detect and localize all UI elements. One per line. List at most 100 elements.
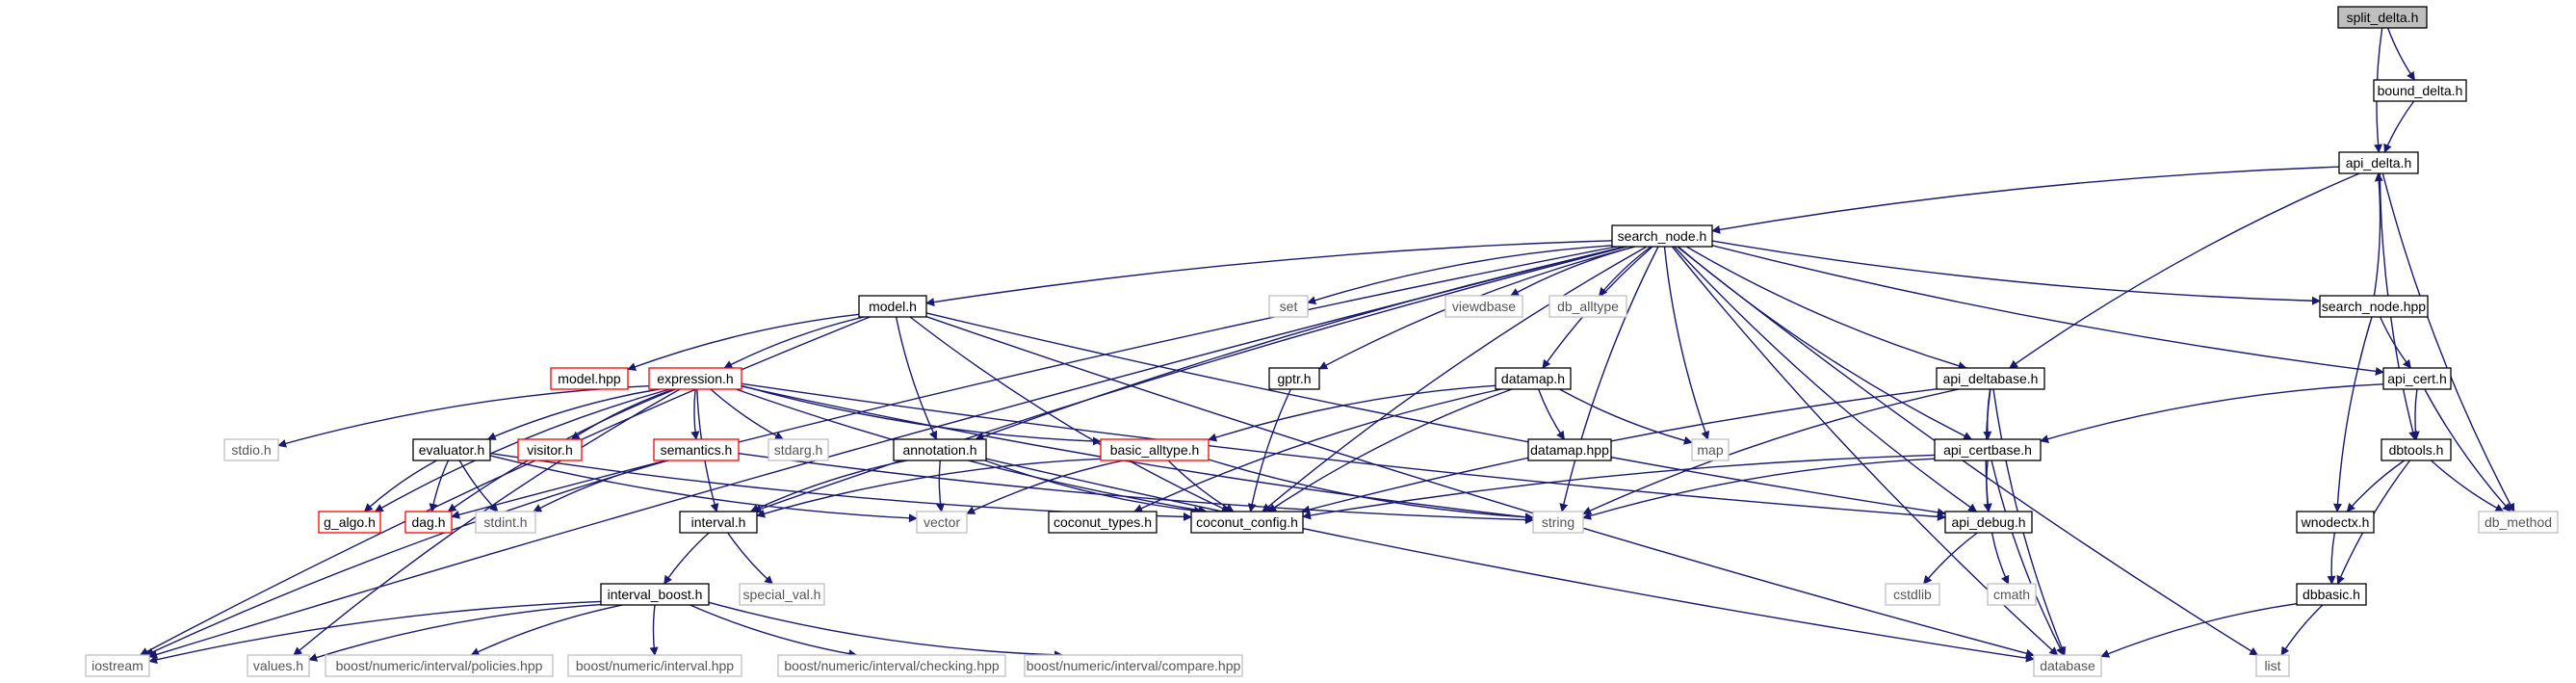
node-label: dag.h xyxy=(411,514,445,530)
node-interval-h[interactable]: interval.h xyxy=(679,511,758,534)
node-gptr-h[interactable]: gptr.h xyxy=(1268,367,1320,390)
edge-api_debug_h-to-cmath xyxy=(1991,532,2010,585)
node-api-deltabase-h[interactable]: api_deltabase.h xyxy=(1936,367,2045,390)
node-g-algo-h[interactable]: g_algo.h xyxy=(318,511,381,534)
node-box xyxy=(1936,367,2045,390)
node-label: boost/numeric/interval.hpp xyxy=(576,658,734,673)
node-checking-hpp: boost/numeric/interval/checking.hpp xyxy=(777,654,1006,677)
node-box xyxy=(1934,438,2042,461)
node-box xyxy=(2478,511,2559,534)
node-box xyxy=(2382,367,2452,390)
edge-evaluator_h-to-g_algo_h xyxy=(363,460,437,512)
node-expression-h[interactable]: expression.h xyxy=(648,367,742,390)
node-label: datamap.h xyxy=(1501,371,1565,386)
node-label: api_cert.h xyxy=(2387,371,2446,386)
edge-datamap_h-to-basic_alltype_h xyxy=(1208,384,1496,442)
node-label: split_delta.h xyxy=(2347,10,2419,25)
edge-api_delta_h-to-api_deltabase_h xyxy=(2009,172,2360,369)
node-search-node-hpp[interactable]: search_node.hpp xyxy=(2319,295,2429,318)
node-api-cert-h[interactable]: api_cert.h xyxy=(2382,367,2452,390)
edge-expression_h-to-api_debug_h xyxy=(741,382,1946,521)
node-model-hpp[interactable]: model.hpp xyxy=(550,367,629,390)
node-label: stdarg.h xyxy=(774,442,823,458)
edge-api_debug_h-to-cstdlib xyxy=(1923,532,1978,585)
node-datamap-hpp[interactable]: datamap.hpp xyxy=(1527,438,1612,461)
node-box xyxy=(247,654,310,677)
node-box xyxy=(1944,511,2033,534)
node-box xyxy=(1611,224,1713,248)
node-label: special_val.h xyxy=(743,587,821,602)
node-box xyxy=(1691,438,1730,461)
edge-datamap_h-to-coconut_config_h xyxy=(1267,388,1513,512)
node-visitor-h[interactable]: visitor.h xyxy=(517,438,583,461)
node-values-h: values.h xyxy=(247,654,310,677)
node-viewdbase: viewdbase xyxy=(1444,295,1523,318)
edge-search_node_h-to-api_certbase_h xyxy=(1678,246,1973,440)
node-label: boost/numeric/interval/policies.hpp xyxy=(336,658,543,673)
node-label: coconut_config.h xyxy=(1196,514,1298,530)
node-label: api_debug.h xyxy=(1951,514,2025,530)
edge-layer xyxy=(139,27,2515,665)
node-box xyxy=(318,511,381,534)
node-split-delta-h[interactable]: split_delta.h xyxy=(2337,6,2428,29)
node-label: search_node.h xyxy=(1618,228,1707,244)
node-label: iostream xyxy=(91,658,143,673)
node-api-delta-h[interactable]: api_delta.h xyxy=(2338,151,2419,174)
node-dbtools-h[interactable]: dbtools.h xyxy=(2381,438,2452,461)
node-box xyxy=(2373,79,2467,102)
node-compare-hpp: boost/numeric/interval/compare.hpp xyxy=(1024,654,1243,677)
node-interval-boost-h[interactable]: interval_boost.h xyxy=(600,583,710,606)
node-coconut-types-h[interactable]: coconut_types.h xyxy=(1048,511,1158,534)
node-label: dbbasic.h xyxy=(2303,587,2360,602)
node-api-debug-h[interactable]: api_debug.h xyxy=(1944,511,2033,534)
node-label: db_method xyxy=(2485,514,2552,530)
node-dbbasic-h[interactable]: dbbasic.h xyxy=(2296,583,2367,606)
edge-api_certbase_h-to-database xyxy=(1991,460,2065,656)
node-box xyxy=(325,654,554,677)
edge-api_deltabase_h-to-coconut_config_h xyxy=(1301,388,1938,514)
node-semantics-h[interactable]: semantics.h xyxy=(653,438,740,461)
edge-model_h-to-model_hpp xyxy=(627,313,860,371)
node-search-node-h[interactable]: search_node.h xyxy=(1611,224,1713,248)
node-datamap-h[interactable]: datamap.h xyxy=(1495,367,1572,390)
node-label: semantics.h xyxy=(661,442,733,458)
edge-api_certbase_h-to-coconut_config_h xyxy=(1302,454,1936,520)
node-box xyxy=(517,438,583,461)
node-coconut-config-h[interactable]: coconut_config.h xyxy=(1190,511,1304,534)
node-vector: vector xyxy=(916,511,968,534)
node-box xyxy=(404,511,453,534)
node-box xyxy=(1532,511,1584,534)
node-label: interval_boost.h xyxy=(608,587,703,602)
node-label: api_certbase.h xyxy=(1943,442,2032,458)
edge-api_cert_h-to-db_method xyxy=(2424,388,2511,512)
node-evaluator-h[interactable]: evaluator.h xyxy=(412,438,491,461)
node-label: api_delta.h xyxy=(2346,155,2412,171)
edge-basic_alltype_h-to-interval_h xyxy=(756,458,1102,518)
node-box xyxy=(1885,583,1940,606)
edge-model_h-to-api_debug_h xyxy=(925,312,1946,517)
edge-search_node_h-to-annotation_h xyxy=(975,246,1626,441)
node-label: api_deltabase.h xyxy=(1943,371,2039,386)
node-label: db_alltype xyxy=(1557,299,1619,314)
node-api-certbase-h[interactable]: api_certbase.h xyxy=(1934,438,2042,461)
edge-interval_boost_h-to-values_h xyxy=(308,603,602,662)
edge-search_node_hpp-to-wnodectx_h xyxy=(2332,316,2373,512)
node-box xyxy=(1548,295,1627,318)
edge-search_node_h-to-api_deltabase_h xyxy=(1685,246,1967,370)
node-basic-alltype-h[interactable]: basic_alltype.h xyxy=(1100,438,1210,461)
node-dag-h[interactable]: dag.h xyxy=(404,511,453,534)
node-bound-delta-h[interactable]: bound_delta.h xyxy=(2373,79,2467,102)
node-wnodectx-h[interactable]: wnodectx.h xyxy=(2296,511,2375,534)
node-string: string xyxy=(1532,511,1584,534)
edge-wnodectx_h-to-dbbasic_h xyxy=(2327,532,2336,585)
edge-datamap_h-to-coconut_types_h xyxy=(1133,388,1502,512)
edge-dbbasic_h-to-list xyxy=(2280,604,2324,656)
node-box xyxy=(1444,295,1523,318)
node-annotation-h[interactable]: annotation.h xyxy=(893,438,987,461)
edge-semantics_h-to-stdint_h xyxy=(533,460,669,512)
node-model-h[interactable]: model.h xyxy=(858,295,927,318)
edge-search_node_h-to-coconut_config_h xyxy=(1262,246,1648,512)
node-box xyxy=(550,367,629,390)
node-db-method: db_method xyxy=(2478,511,2559,534)
edge-dbtools_h-to-wnodectx_h xyxy=(2346,460,2406,512)
